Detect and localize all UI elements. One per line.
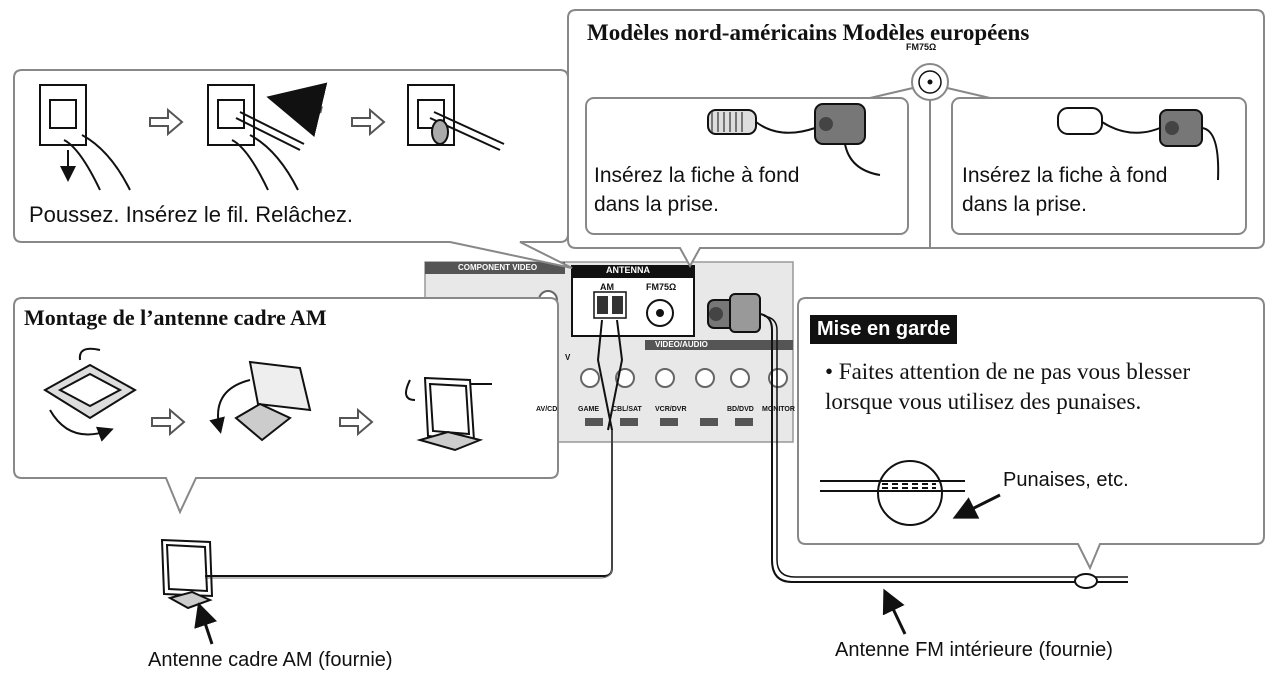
fm-plug-icon <box>707 293 761 333</box>
receiver-jack-label: VCR/DVR <box>655 406 687 413</box>
receiver-jack-label: AV/CD <box>536 406 558 413</box>
receiver-antenna-label: ANTENNA <box>606 265 650 275</box>
pin-illustration <box>820 460 965 526</box>
receiver-jack-label: GAME <box>578 406 599 413</box>
arrow-right-icon <box>149 107 184 137</box>
receiver-jack-label: MONITOR <box>762 406 795 413</box>
north-american-plug-illustration <box>707 103 881 176</box>
model-region-title: Modèles nord-américains Modèles européen… <box>587 20 1030 45</box>
receiver-fm-label: FM75Ω <box>646 282 677 292</box>
wire-insert-instruction: Poussez. Insérez le fil. Relâchez. <box>29 202 354 227</box>
am-loop-antenna-icon <box>160 538 214 610</box>
fm-connector-label: FM75Ω <box>906 42 937 52</box>
am-loop-folded-illustration <box>43 347 137 442</box>
receiver-jack-label: BD/DVD <box>727 406 754 413</box>
arrow-right-icon <box>339 407 374 437</box>
fm-antenna-caption: Antenne FM intérieure (fournie) <box>835 639 1113 661</box>
am-assembly-title: Montage de l’antenne cadre AM <box>24 305 327 330</box>
insert-wire-illustration <box>207 82 328 191</box>
pin-caption-arrow <box>952 493 1001 519</box>
fm75-jack-icon <box>911 63 949 101</box>
pin-label: Punaises, etc. <box>1003 469 1129 491</box>
receiver-am-label: AM <box>600 282 614 292</box>
push-terminal-illustration <box>39 84 131 191</box>
european-plug-illustration <box>1057 107 1220 181</box>
am-loop-unfolding-illustration <box>209 360 312 442</box>
north-american-instruction: Insérez la fiche à fond dans la prise. <box>594 164 800 216</box>
receiver-section-label: VIDEO/AUDIO <box>655 340 708 349</box>
receiver-jack-label: V <box>565 353 571 362</box>
warning-badge: Mise en garde <box>810 315 958 344</box>
receiver-jack-label: CBL/SAT <box>612 406 642 413</box>
arrow-right-icon <box>151 407 186 437</box>
am-antenna-caption: Antenne cadre AM (fournie) <box>148 649 393 671</box>
am-caption-arrow <box>194 602 218 645</box>
release-terminal-illustration <box>407 84 505 151</box>
warning-text: • Faites attention de ne pas vous blesse… <box>825 359 1191 414</box>
am-loop-assembled-illustration <box>405 376 492 452</box>
arrow-right-icon <box>351 107 386 137</box>
receiver-section-label: COMPONENT VIDEO <box>458 263 538 272</box>
european-instruction: Insérez la fiche à fond dans la prise. <box>962 164 1168 216</box>
fm-caption-arrow <box>882 588 907 635</box>
